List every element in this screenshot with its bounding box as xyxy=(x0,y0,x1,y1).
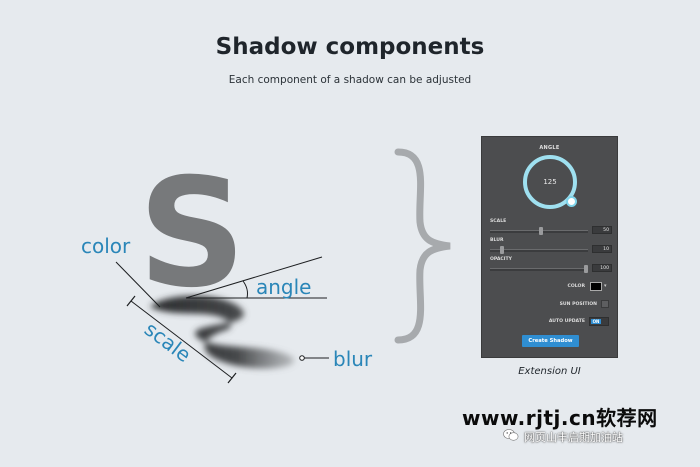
color-label: color xyxy=(81,234,131,258)
sun-position-title: SUN POSITION xyxy=(559,302,597,307)
blur-label: blur xyxy=(333,347,373,371)
angle-value: 125 xyxy=(543,178,557,186)
auto-update-title: AUTO UPDATE xyxy=(548,319,585,324)
watermark-url: www.rjtj.cn软荐网 xyxy=(462,406,658,430)
scale-label: scale xyxy=(140,317,196,367)
scale-title: SCALE xyxy=(490,219,507,224)
sun-position-checkbox[interactable] xyxy=(601,300,609,308)
opacity-title: OPACITY xyxy=(490,257,512,262)
watermark-subtitle: 网页山丰启期加油站 xyxy=(524,431,623,444)
scale-slider-thumb[interactable] xyxy=(539,227,543,235)
opacity-slider-thumb[interactable] xyxy=(584,265,588,273)
page-subtitle: Each component of a shadow can be adjust… xyxy=(228,74,472,86)
scale-tick-end xyxy=(227,372,237,384)
angle-label: angle xyxy=(256,275,312,299)
panel-caption: Extension UI xyxy=(518,366,581,377)
color-pointer-line xyxy=(115,261,161,308)
angle-dial[interactable]: 125 xyxy=(523,155,577,209)
angle-line-diagonal xyxy=(185,256,323,299)
blur-slider-thumb[interactable] xyxy=(500,246,504,254)
color-title: COLOR xyxy=(567,284,585,289)
scale-value-field[interactable]: 50 xyxy=(592,226,612,234)
auto-update-state: ON xyxy=(591,319,601,324)
scale-dimension-line xyxy=(130,300,233,379)
color-dropdown-icon[interactable]: ▾ xyxy=(604,283,607,289)
curly-brace xyxy=(394,148,451,344)
scale-slider[interactable] xyxy=(490,227,588,235)
angle-title: ANGLE xyxy=(539,145,560,151)
blur-value-field[interactable]: 10 xyxy=(592,245,612,253)
blur-pointer-dot xyxy=(299,355,305,361)
color-swatch[interactable] xyxy=(590,282,602,291)
angle-dial-knob[interactable] xyxy=(566,196,577,207)
extension-panel: ANGLE 125 SCALE 50 BLUR 10 OPACITY 100 C… xyxy=(481,136,618,358)
angle-arc xyxy=(242,280,248,299)
opacity-value-field[interactable]: 100 xyxy=(592,264,612,272)
wechat-icon xyxy=(503,429,519,441)
auto-update-toggle[interactable]: ON xyxy=(589,317,609,326)
page-title: Shadow components xyxy=(215,34,485,60)
blur-slider[interactable] xyxy=(490,246,588,254)
scale-tick-start xyxy=(126,295,136,307)
blur-title: BLUR xyxy=(490,238,504,243)
create-shadow-button[interactable]: Create Shadow xyxy=(522,335,579,347)
s-glyph: S xyxy=(138,147,246,321)
opacity-slider[interactable] xyxy=(490,265,588,273)
shadow-shape xyxy=(150,295,295,369)
